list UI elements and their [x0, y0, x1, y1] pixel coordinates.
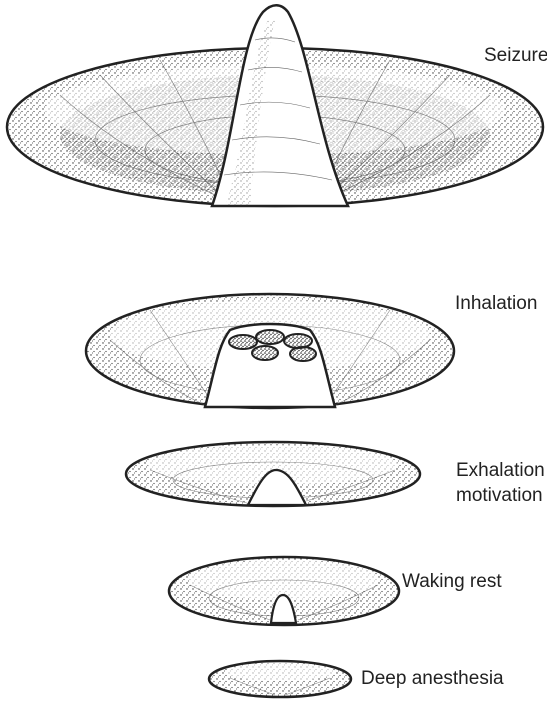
- label-waking-rest: Waking rest: [402, 570, 502, 593]
- label-inhalation: Inhalation: [455, 292, 537, 315]
- label-exhalation-line1: Exhalation: [456, 458, 545, 483]
- label-exhalation-line2: motivation: [456, 483, 545, 508]
- deep-anesthesia-landscape: [209, 661, 351, 697]
- exhalation-landscape: [126, 442, 420, 506]
- waking-rest-landscape: [169, 557, 399, 625]
- label-exhalation-motivation: Exhalation motivation: [456, 458, 545, 508]
- seizure-landscape: [7, 5, 543, 206]
- label-seizure: Seizure: [484, 44, 547, 67]
- inhalation-landscape: [86, 294, 454, 408]
- label-deep-anesthesia: Deep anesthesia: [361, 667, 504, 690]
